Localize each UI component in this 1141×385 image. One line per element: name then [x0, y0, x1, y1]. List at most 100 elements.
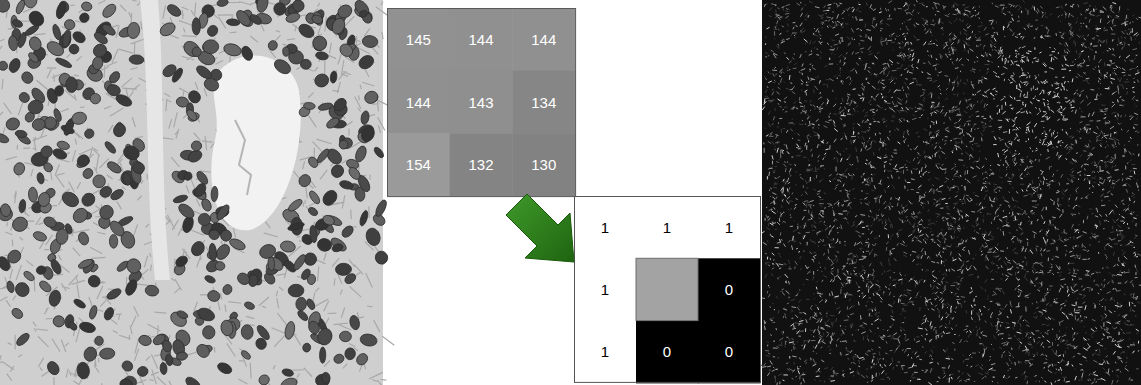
grid-cell [387, 71, 450, 134]
binary-value: 0 [636, 321, 698, 383]
binary-value: 1 [636, 196, 698, 258]
cell-nucleus [359, 10, 369, 18]
cell-nucleus [175, 96, 189, 108]
cell-nucleus [38, 144, 54, 160]
cell-nucleus [274, 2, 286, 15]
cell-nucleus [348, 315, 360, 331]
cell-nucleus [340, 224, 355, 239]
cell-nucleus [131, 161, 146, 175]
pixel-value: 154 [387, 133, 450, 196]
transform-arrow [506, 194, 574, 262]
cell-nucleus [257, 373, 271, 385]
cell-nucleus [123, 278, 139, 297]
cell-nucleus [325, 116, 341, 130]
cell-nucleus [79, 191, 97, 209]
cell-nucleus [93, 175, 106, 188]
cell-nucleus [83, 127, 96, 140]
cell-nucleus [209, 243, 217, 261]
cell-nucleus [307, 206, 319, 217]
grid-cell [450, 133, 513, 196]
cell-nucleus [0, 203, 12, 218]
cell-nucleus [374, 199, 389, 218]
cell-nucleus [240, 45, 255, 62]
cell-nucleus [320, 188, 340, 208]
cell-nucleus [280, 240, 296, 253]
cell-nucleus [235, 271, 252, 287]
cell-nucleus [66, 77, 78, 93]
cell-nucleus [330, 71, 338, 84]
cell-nucleus [222, 283, 234, 295]
cell-nucleus [364, 226, 382, 247]
pixel-value: 143 [450, 71, 513, 134]
cell-nucleus [189, 239, 207, 258]
cell-nucleus [316, 327, 334, 347]
grid-cell [698, 321, 761, 384]
cell-nucleus [28, 35, 43, 52]
cell-nucleus [203, 40, 219, 54]
cell-nucleus [18, 199, 26, 213]
cell-nucleus [311, 14, 324, 26]
lbp-texture [762, 2, 1140, 385]
cell-nucleus [92, 56, 104, 70]
cell-nucleus [88, 305, 98, 320]
cell-nucleus [55, 1, 68, 20]
grid-cell [450, 8, 513, 71]
cell-nucleus [24, 0, 37, 8]
cell-nucleus [297, 172, 313, 188]
cell-nucleus [42, 215, 58, 229]
cell-nucleus [48, 289, 62, 307]
cell-nucleus [75, 152, 91, 168]
cell-nucleus [168, 309, 189, 329]
pixel-value: 144 [512, 8, 575, 71]
cell-nucleus [0, 255, 12, 273]
cell-nucleus [267, 40, 278, 52]
lbp-texture [761, 0, 1141, 383]
cell-nucleus [49, 258, 63, 276]
cell-nucleus [347, 165, 362, 181]
cell-nucleus [114, 92, 133, 108]
cell-nucleus [216, 0, 228, 7]
cell-nucleus [122, 172, 132, 186]
cell-nucleus [27, 99, 45, 116]
cell-nucleus [6, 280, 15, 293]
cell-nucleus [186, 89, 202, 106]
cell-nucleus [67, 320, 78, 331]
cell-nucleus [22, 270, 36, 283]
cell-nucleus [70, 111, 87, 126]
cell-nucleus [4, 116, 21, 132]
cell-nucleus [296, 309, 309, 322]
cell-nucleus [174, 254, 190, 269]
cell-nucleus [125, 257, 143, 275]
cell-nucleus [202, 76, 221, 93]
cell-nucleus [272, 57, 293, 77]
cell-nucleus [97, 203, 115, 222]
cell-nucleus [158, 20, 178, 38]
cell-nucleus [0, 0, 11, 14]
binary-value: 1 [574, 321, 636, 383]
cell-nucleus [37, 191, 51, 207]
cell-nucleus [339, 331, 351, 342]
cell-nucleus [292, 253, 308, 272]
grid-cell [512, 71, 575, 134]
cell-nucleus [219, 229, 233, 243]
cell-nucleus [248, 13, 263, 27]
cell-nucleus [45, 359, 61, 376]
cell-nucleus [103, 306, 116, 321]
cell-nucleus [196, 306, 217, 323]
cell-nucleus [106, 160, 124, 176]
cell-nucleus [305, 298, 316, 311]
cell-nucleus [31, 117, 46, 131]
cell-nucleus [331, 243, 344, 253]
cell-nucleus [176, 309, 189, 320]
cell-nucleus [15, 331, 32, 347]
cell-nucleus [310, 34, 328, 53]
cell-nucleus [23, 24, 40, 38]
cell-nucleus [109, 187, 125, 201]
cell-nucleus [42, 161, 54, 173]
cell-nucleus [240, 349, 252, 361]
cell-nucleus [165, 354, 174, 366]
binary-value: 1 [574, 258, 636, 320]
cell-nucleus [284, 321, 296, 340]
pixel-value: 144 [450, 8, 513, 71]
cell-nucleus [105, 287, 122, 302]
